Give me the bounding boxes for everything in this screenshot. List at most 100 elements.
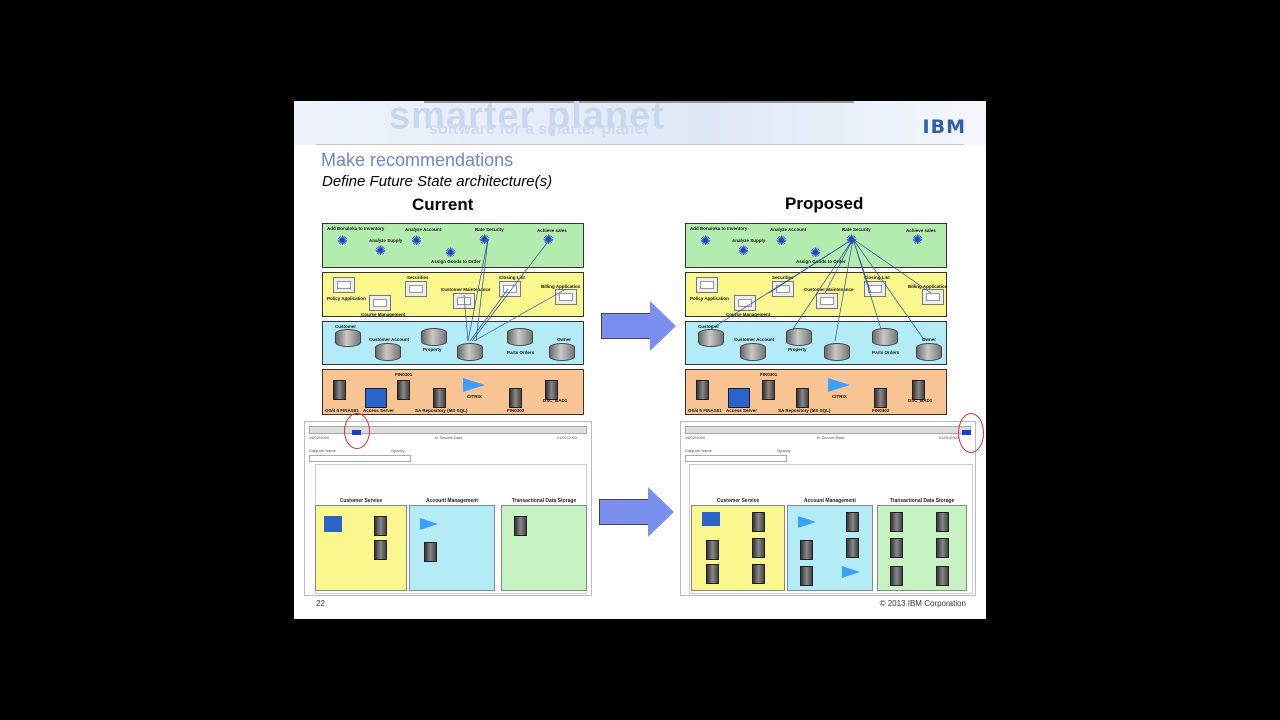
data-label: Customer xyxy=(335,324,357,329)
gear-icon: ✺ xyxy=(846,232,857,247)
gear-icon: ✺ xyxy=(543,232,554,247)
process-label: Analyze Account xyxy=(770,227,807,232)
application-icon xyxy=(816,293,838,309)
field-label: Diagram Name xyxy=(309,448,336,453)
capability-box: Account Management xyxy=(409,498,495,591)
page-number: 22 xyxy=(316,599,325,608)
date-left: 06/02/2000 xyxy=(685,435,706,440)
time-slider xyxy=(685,426,971,435)
date-right: 01/01/2003 xyxy=(557,435,578,440)
database-icon xyxy=(421,328,447,346)
application-label: Closing List xyxy=(864,275,890,280)
application-icon xyxy=(369,295,391,311)
current-tool-screenshot: 06/02/2000 In Service Date 01/01/2003 Di… xyxy=(304,421,592,596)
transition-arrow-bottom xyxy=(599,487,674,537)
data-label: Customer Account xyxy=(734,337,775,342)
process-label: Rate Security xyxy=(842,227,871,232)
dependency-lines xyxy=(710,238,932,342)
diagram-name-input[interactable] xyxy=(309,455,411,462)
server-icon xyxy=(433,388,446,408)
infra-label: FIN0301 xyxy=(395,372,413,377)
gear-icon: ✺ xyxy=(411,233,422,248)
application-label: Course Management xyxy=(726,312,771,317)
diagram-canvas xyxy=(689,464,973,594)
infra-label: SA Repository (MS SQL) xyxy=(778,408,831,413)
application-label: Billing Application xyxy=(908,284,948,289)
transition-arrow-top xyxy=(601,301,676,351)
application-label: Securities xyxy=(407,275,429,280)
server-icon xyxy=(752,512,765,532)
business-process-layer: ✺ ✺ ✺ ✺ ✺ ✺ Add Bonaloka to Inventory An… xyxy=(685,223,947,268)
application-label: Policy Application xyxy=(327,296,366,301)
date-left: 06/02/2000 xyxy=(309,435,330,440)
banner-watermark-small: software for a smarter planet xyxy=(429,121,649,138)
server-icon xyxy=(890,538,903,558)
server-icon xyxy=(706,564,719,584)
database-icon xyxy=(507,328,533,346)
ibm-logo: IBM xyxy=(922,116,966,138)
server-icon xyxy=(706,540,719,560)
application-icon xyxy=(696,277,718,293)
server-icon xyxy=(333,380,346,400)
database-icon xyxy=(824,343,850,361)
infra-label: OS/4 5 FINAS01 xyxy=(325,408,359,413)
box-title: Transactional Data Storage xyxy=(889,498,955,504)
infra-label: DSC_BAD1 xyxy=(543,398,568,403)
server-icon xyxy=(800,540,813,560)
server-icon xyxy=(374,516,387,536)
infra-label: FIN0302 xyxy=(872,408,890,413)
server-icon xyxy=(936,538,949,558)
server-icon xyxy=(752,538,765,558)
data-label: Property xyxy=(788,347,807,352)
application-icon xyxy=(772,281,794,297)
server-icon xyxy=(762,380,775,400)
network-switch-icon xyxy=(728,388,750,408)
server-icon xyxy=(936,566,949,586)
server-icon xyxy=(890,512,903,532)
database-icon xyxy=(786,328,812,346)
database-icon xyxy=(740,343,766,361)
capability-box: Transactional Data Storage xyxy=(877,498,967,591)
diagram-name-input[interactable] xyxy=(685,455,787,462)
highlight-circle xyxy=(958,413,984,453)
data-label: Customer Account xyxy=(369,337,410,342)
process-label: Assign Goods to Order xyxy=(796,259,846,264)
infrastructure-layer: FIN0301 DSC_BAD1 Access Server SA Reposi… xyxy=(322,369,584,415)
database-icon xyxy=(698,329,724,347)
proposed-architecture: ✺ ✺ ✺ ✺ ✺ ✺ Add Bonaloka to Inventory An… xyxy=(685,223,951,415)
database-icon xyxy=(872,328,898,346)
server-icon xyxy=(846,538,859,558)
database-icon xyxy=(335,329,361,347)
box-title: Account Management xyxy=(804,498,856,504)
gear-icon: ✺ xyxy=(738,243,749,258)
process-label: Analyze Supply xyxy=(732,238,766,243)
data-layer: Customer Customer Account Property Parts… xyxy=(322,321,584,365)
application-label: Closing List xyxy=(499,275,525,280)
banner-top-rule xyxy=(424,101,854,103)
application-icon xyxy=(405,281,427,297)
slide-title: Make recommendations xyxy=(321,150,514,170)
data-label: Property xyxy=(423,347,442,352)
server-icon xyxy=(800,566,813,586)
process-label: Assign Goods to Order xyxy=(431,259,481,264)
server-icon xyxy=(514,516,527,536)
infra-label: SA Repository (MS SQL) xyxy=(415,408,468,413)
application-label: Securities xyxy=(772,275,794,280)
application-label: Customer Maintenance xyxy=(441,287,491,292)
proposed-tool-screenshot: 06/02/2000 In Service Date 01/01/2003 Di… xyxy=(680,421,976,596)
database-icon xyxy=(549,343,575,361)
gear-icon: ✺ xyxy=(479,232,490,247)
process-label: Add Bonaloka to Inventory xyxy=(690,226,748,231)
gear-icon: ✺ xyxy=(776,233,787,248)
infra-label: FIN0301 xyxy=(760,372,778,377)
application-icon xyxy=(333,277,355,293)
box-title: Account Management xyxy=(426,498,478,504)
infrastructure-layer: FIN0301 DSC_BAD1 Access Server SA Reposi… xyxy=(685,369,947,415)
gear-icon: ✺ xyxy=(445,245,456,260)
server-icon xyxy=(752,564,765,584)
server-icon xyxy=(374,540,387,560)
server-icon xyxy=(912,380,925,400)
capability-box: Transactional Data Storage xyxy=(501,498,587,591)
capability-box: Customer Service xyxy=(315,498,407,591)
process-label: Achieve sales xyxy=(906,228,936,233)
